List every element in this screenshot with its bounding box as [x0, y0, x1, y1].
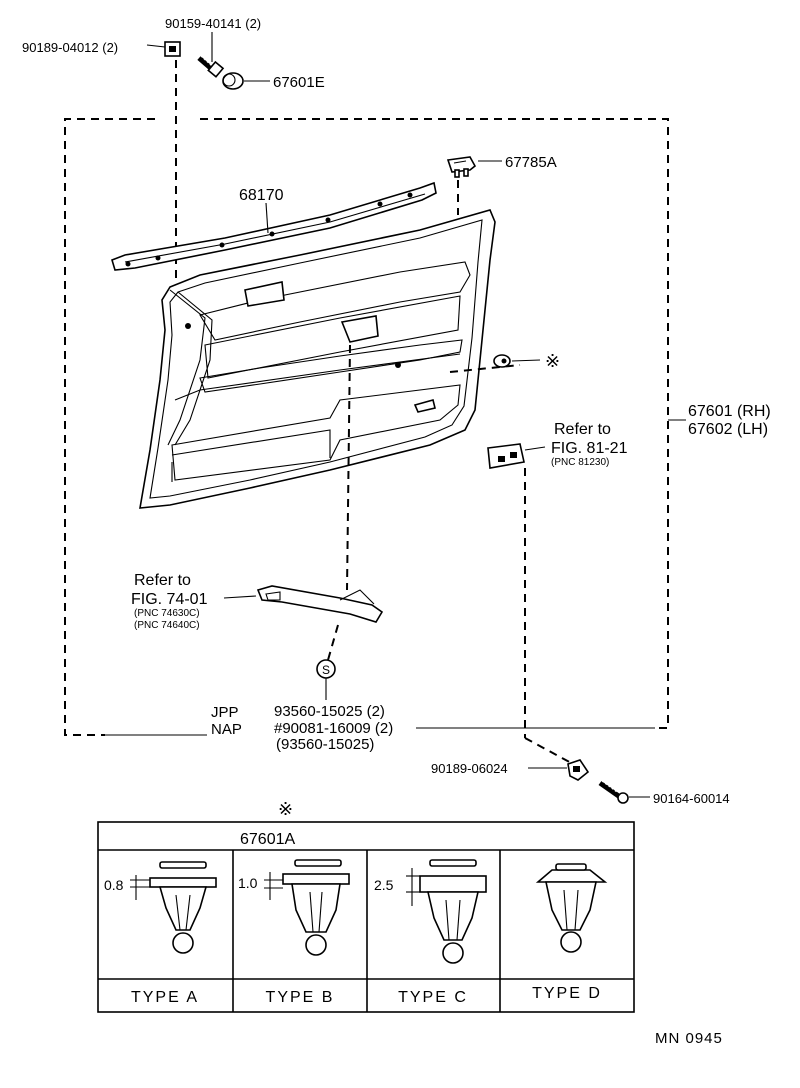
- label-refer-left-4: (PNC 74640C): [134, 620, 200, 631]
- clip-nut-top: [164, 41, 181, 57]
- power-window-switch: [487, 443, 525, 469]
- clip-right: [493, 354, 511, 368]
- label-refer-right-2: FIG. 81-21: [551, 440, 628, 457]
- clip-c-type: TYPE C: [398, 989, 468, 1006]
- label-screw-top: 90159-40141 (2): [165, 16, 261, 31]
- label-refer-left-3: (PNC 74630C): [134, 608, 200, 619]
- screw-symbol: S: [322, 663, 330, 677]
- weatherstrip-68170: [111, 181, 437, 271]
- clip-nut-bottom: [567, 759, 590, 781]
- label-panel-rh: 67601 (RH): [688, 403, 771, 420]
- clip-a-dimension: 0.8: [104, 877, 124, 893]
- clip-a-type: TYPE A: [131, 989, 199, 1006]
- door-trim-panel: [139, 209, 496, 509]
- assembly-outline-left: [64, 118, 155, 736]
- clip-type-d: [535, 863, 608, 953]
- clip-marker-right: ※: [545, 351, 560, 371]
- label-nap: NAP: [211, 721, 242, 738]
- assembly-outline-right: [200, 118, 669, 729]
- label-screw-line-3: (93560-15025): [276, 736, 374, 753]
- footer-code: MN 0945: [655, 1030, 723, 1047]
- label-clip-nut-top: 90189-04012 (2): [22, 40, 118, 55]
- pull-handle: [256, 585, 384, 623]
- label-refer-left-2: FIG. 74-01: [131, 591, 208, 608]
- clip-type-a: [130, 861, 217, 954]
- label-weatherstrip: 68170: [239, 187, 284, 204]
- table-part-number: 67601A: [240, 831, 295, 848]
- label-clip-nut-bottom: 90189-06024: [431, 761, 508, 776]
- label-refer-right-3: (PNC 81230): [551, 457, 609, 468]
- clip-d-type: TYPE D: [532, 985, 602, 1002]
- clip-type-table: [97, 821, 635, 1013]
- bezel-67785a: [446, 156, 477, 178]
- label-screw-line-1: 93560-15025 (2): [274, 703, 385, 720]
- label-refer-left-1: Refer to: [134, 572, 191, 589]
- label-panel-lh: 67602 (LH): [688, 421, 768, 438]
- label-bezel: 67785A: [505, 154, 557, 171]
- cap-67601e: [222, 72, 244, 90]
- screw-top: [197, 55, 225, 78]
- clip-b-type: TYPE B: [266, 989, 335, 1006]
- label-screw-bottom: 90164-60014: [653, 791, 730, 806]
- clip-type-c: [406, 859, 487, 964]
- label-screw-line-2: #90081-16009 (2): [274, 720, 393, 737]
- label-cap: 67601E: [273, 74, 325, 91]
- clip-type-b: [264, 859, 350, 956]
- table-marker: ※: [278, 799, 293, 819]
- screw-bottom: [598, 780, 629, 804]
- clip-b-dimension: 1.0: [238, 875, 258, 891]
- clip-c-dimension: 2.5: [374, 877, 394, 893]
- label-jpp: JPP: [211, 704, 239, 721]
- label-refer-right-1: Refer to: [554, 421, 611, 438]
